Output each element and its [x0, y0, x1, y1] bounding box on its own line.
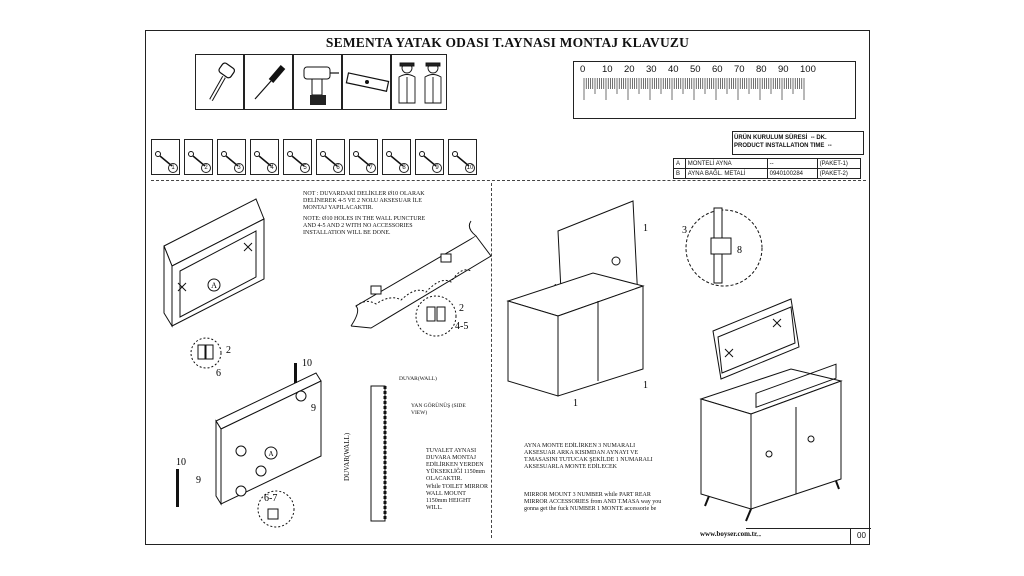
mount-note-english: MIRROR MOUNT 3 NUMBER while PART REAR MI…	[524, 492, 662, 512]
svg-text:4-5: 4-5	[455, 321, 468, 332]
page-number: 00	[850, 528, 872, 545]
height-note-turkish: TUVALET AYNASI DUVARA MONTAJ EDİLİRKEN Y…	[426, 448, 485, 482]
installation-time-en: PRODUCT INSTALLATION TIME --	[734, 143, 832, 149]
svg-text:2: 2	[226, 345, 231, 356]
ruler-number: 90	[778, 64, 789, 75]
tool-box-workers	[391, 54, 447, 110]
ruler-number: 30	[646, 64, 657, 75]
accessory-number: 5	[300, 163, 310, 173]
part-pack: (PAKET-1)	[816, 158, 862, 169]
accessory-box: 10	[448, 139, 477, 175]
footer-rule	[746, 528, 871, 529]
vertical-divider	[491, 183, 492, 538]
accessory-number: 9	[432, 163, 442, 173]
ruler-number: 20	[624, 64, 635, 75]
ruler-number: 40	[668, 64, 679, 75]
height-note-english: While TOILET MIRROR WALL MOUNT 1150mm HE…	[426, 484, 488, 511]
accessory-box: 6	[316, 139, 345, 175]
accessory-box: 3	[217, 139, 246, 175]
accessory-box: 8	[382, 139, 411, 175]
svg-text:10: 10	[302, 358, 312, 369]
svg-text:1: 1	[643, 380, 648, 391]
ruler-ticks	[583, 78, 805, 100]
svg-text:10: 10	[176, 457, 186, 468]
svg-text:9: 9	[311, 403, 316, 414]
two-workers-icon	[398, 62, 442, 104]
accessory-number: 7	[366, 163, 376, 173]
accessory-number: 4	[267, 163, 277, 173]
hammer-icon	[209, 62, 236, 101]
svg-text:6: 6	[216, 368, 221, 379]
accessory-number: 10	[465, 163, 475, 173]
cabinet-mount-drawing: A 1 1 1 1	[506, 200, 648, 409]
tool-box-hammer	[195, 54, 244, 110]
part-pack: (PAKET-2)	[816, 168, 862, 179]
accessory-box: 4	[250, 139, 279, 175]
svg-text:1: 1	[643, 223, 648, 234]
svg-text:3: 3	[682, 225, 687, 236]
note-turkish: NOT : DUVARDAKİ DELİKLER Ø10 OLARAK DELİ…	[303, 191, 425, 211]
spirit-level-icon	[345, 72, 390, 92]
footer-dash: --	[756, 531, 762, 540]
ruler-number: 50	[690, 64, 701, 75]
part-name: MONTELİ AYNA	[684, 158, 768, 169]
accessory-number: 6	[333, 163, 343, 173]
screwdriver-icon	[254, 65, 286, 100]
measurement-ruler: 0 10 20 30 40 50 60 70 80 90 100	[573, 61, 856, 119]
wall-anchor-detail: 2 4-5	[415, 295, 468, 337]
accessory-box: 5	[283, 139, 312, 175]
ruler-number: 10	[602, 64, 613, 75]
accessory-number: 3	[234, 163, 244, 173]
side-view-label: YAN GÖRÜNÜŞ (SIDE VIEW)	[411, 403, 466, 416]
svg-text:2: 2	[459, 303, 464, 314]
wall-vertical-label: DUVAR(WALL)	[343, 432, 351, 481]
ruler-number: 80	[756, 64, 767, 75]
svg-text:8: 8	[737, 245, 742, 256]
mount-detail-callout: 3 8	[682, 207, 763, 287]
tool-box-screwdriver	[244, 54, 293, 110]
wall-drilling-drawing	[350, 220, 492, 329]
page-title: SEMENTA YATAK ODASI T.AYNASI MONTAJ KLAV…	[325, 35, 690, 50]
accessory-number: 2	[201, 163, 211, 173]
mirror-front-drawing: A	[163, 198, 265, 328]
accessory-number: 8	[399, 163, 409, 173]
callout-a: A	[211, 281, 217, 290]
wall-label: DUVAR(WALL)	[399, 376, 437, 382]
part-code: 0940100284	[766, 168, 818, 179]
ruler-number: 100	[800, 64, 816, 75]
assembled-cabinet-drawing	[699, 298, 843, 522]
tool-box-level	[342, 54, 391, 110]
accessory-number: 1	[168, 163, 178, 173]
svg-text:6-7: 6-7	[264, 493, 277, 504]
ruler-number: 60	[712, 64, 723, 75]
accessory-box: 7	[349, 139, 378, 175]
ruler-number: 70	[734, 64, 745, 75]
accessory-box: 1	[151, 139, 180, 175]
horizontal-divider	[151, 180, 866, 181]
mount-note-turkish: AYNA MONTE EDİLİRKEN 3 NUMARALI AKSESUAR…	[524, 443, 653, 470]
tool-box-drill	[293, 54, 342, 110]
part-letter: B	[673, 168, 686, 179]
part-letter: A	[673, 158, 686, 169]
side-view-wall	[370, 385, 387, 522]
accessory-box: 9	[415, 139, 444, 175]
part-code: --	[766, 158, 818, 169]
svg-text:9: 9	[196, 475, 201, 486]
instruction-sheet: SEMENTA YATAK ODASI T.AYNASI MONTAJ KLAV…	[145, 30, 872, 545]
svg-text:A: A	[268, 450, 273, 458]
mirror-back-drawing: 2 6 A 10 9 10 9 6-7	[176, 337, 322, 528]
note-english: NOTE: Ø10 HOLES IN THE WALL PUNCTURE AND…	[303, 216, 426, 236]
accessory-box: 2	[184, 139, 213, 175]
drill-icon	[303, 66, 339, 105]
installation-time-box	[732, 131, 864, 155]
ruler-number: 0	[580, 64, 586, 75]
part-name: AYNA BAĞL. METALİ	[684, 168, 768, 179]
website-url: www.boyser.com.tr	[700, 530, 758, 538]
svg-text:1: 1	[573, 398, 578, 409]
installation-time-tr: ÜRÜN KURULUM SÜRESİ -- DK.	[734, 135, 827, 141]
